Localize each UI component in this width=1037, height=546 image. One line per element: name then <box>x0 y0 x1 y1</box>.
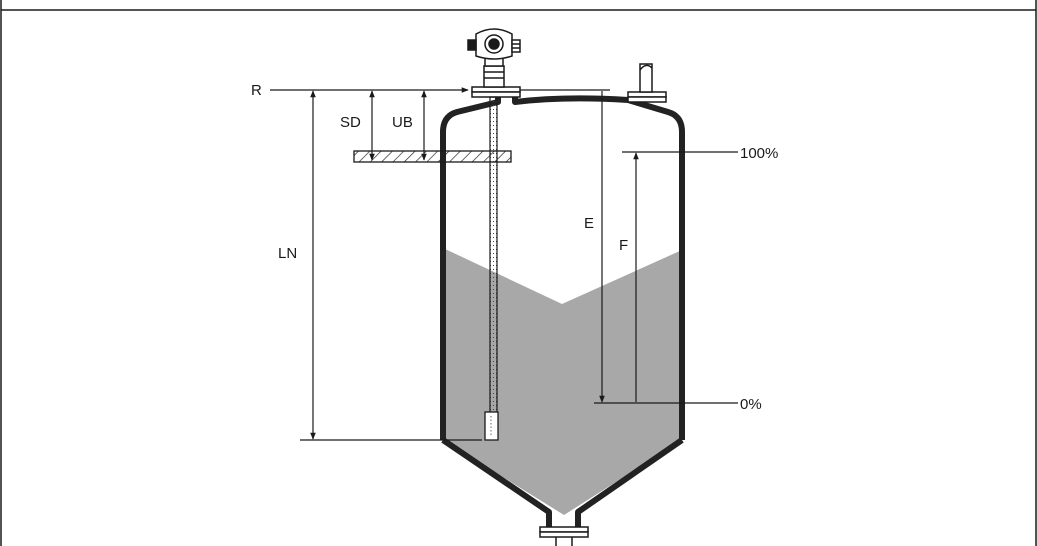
label-empty: 0% <box>740 396 762 413</box>
label-full: 100% <box>740 145 778 162</box>
label-f: F <box>619 237 628 254</box>
transmitter <box>467 28 521 98</box>
probe-rod <box>484 96 499 441</box>
label-sd: SD <box>340 114 361 131</box>
top-nozzle <box>627 63 667 103</box>
label-e: E <box>584 215 594 232</box>
label-ln: LN <box>278 245 297 262</box>
product-fill <box>443 248 682 515</box>
bottom-outlet <box>539 526 589 546</box>
safety-distance-bar <box>353 150 512 163</box>
label-r: R <box>251 82 262 99</box>
label-ub: UB <box>392 114 413 131</box>
